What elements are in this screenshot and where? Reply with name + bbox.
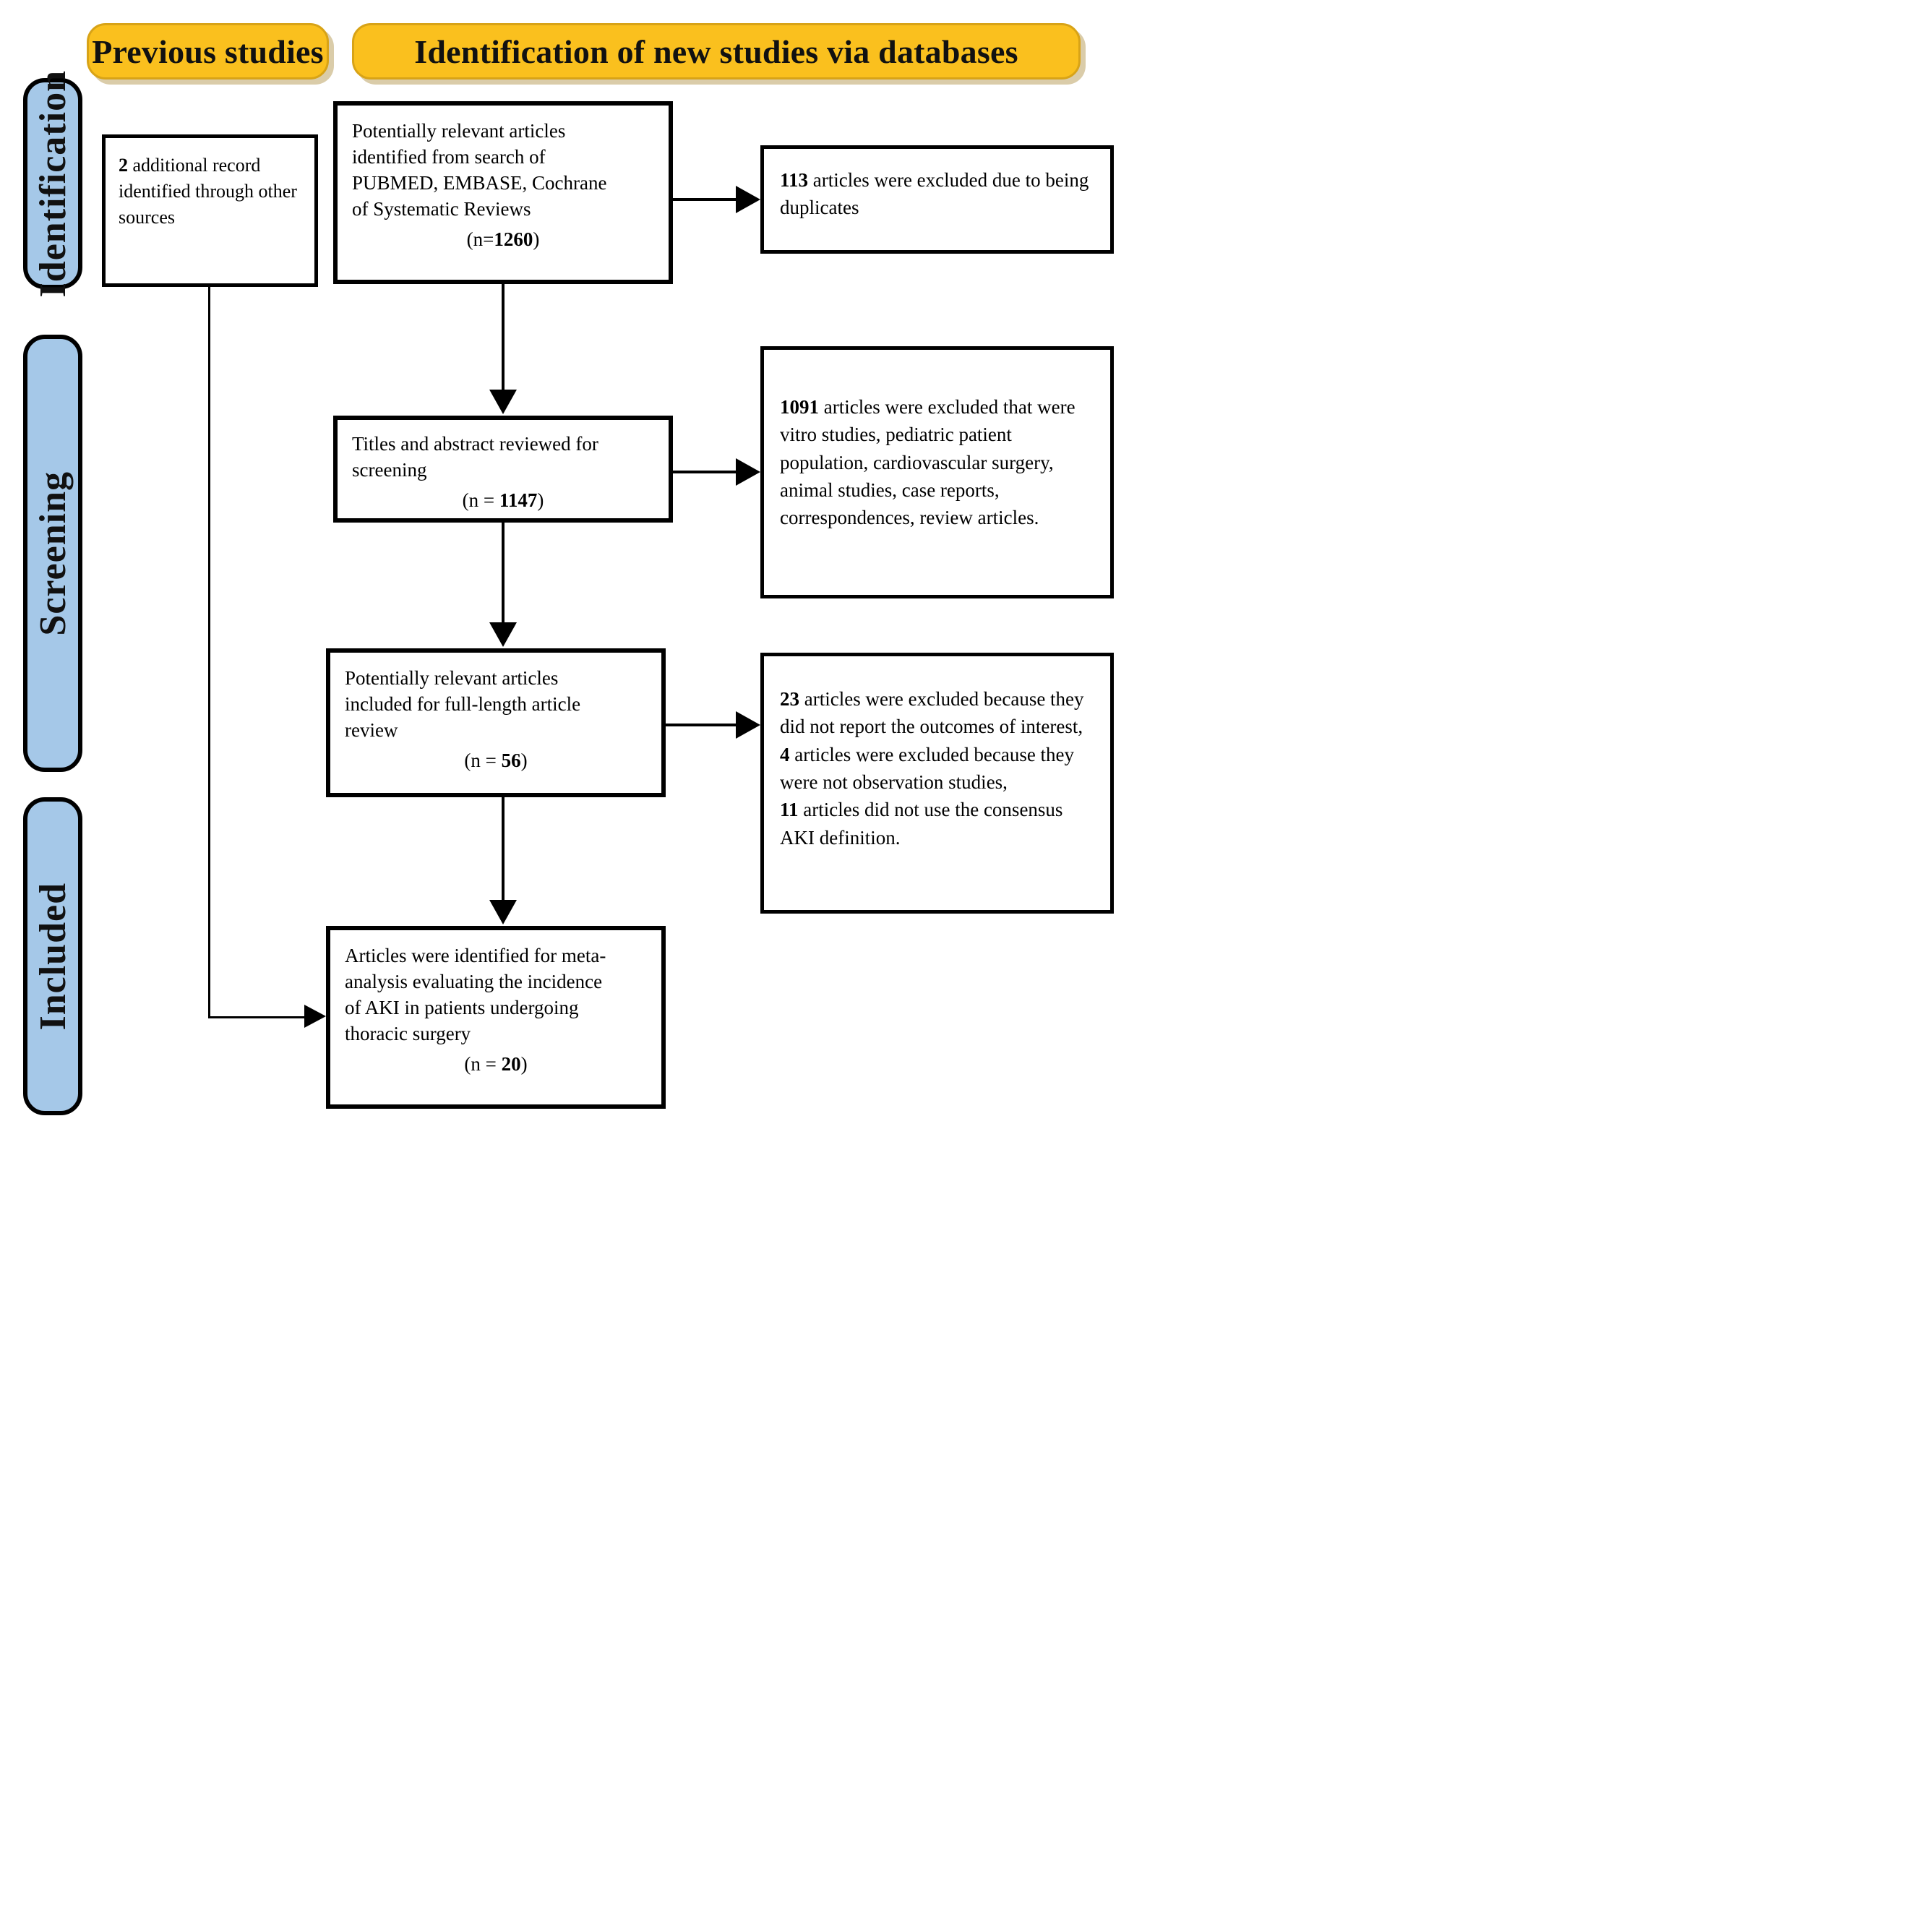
banner-previous-studies-label: Previous studies: [92, 33, 324, 70]
box-additional-records-text: 2 additional record identified through o…: [119, 153, 301, 231]
box-additional-records-body: additional record identified through oth…: [119, 155, 297, 228]
box-included-final-line2: analysis evaluating the incidence: [345, 970, 603, 992]
arrowhead-search-to-titles: [489, 390, 517, 414]
box-excluded-full-text: 23 articles were excluded because they d…: [760, 653, 1114, 914]
box-identified-line2: identified from search of: [352, 145, 546, 168]
stage-label-identification: Identification: [23, 70, 82, 297]
banner-identification-new-studies-label: Identification of new studies via databa…: [414, 33, 1018, 70]
box-identified-count: (n=1260): [466, 228, 540, 250]
stage-label-identification-text: Identification: [32, 69, 74, 298]
box-additional-records-count: 2: [119, 155, 128, 176]
box-excluded-duplicates: 113 articles were excluded due to being …: [760, 145, 1114, 254]
banner-previous-studies: Previous studies: [87, 23, 329, 80]
arrowhead-additional-records-to-included: [304, 1005, 326, 1028]
arrowhead-fulltext-to-excluded: [736, 711, 760, 739]
box-included-final-line3: of AKI in patients undergoing: [345, 996, 579, 1018]
box-included-final-line1: Articles were identified for meta-: [345, 945, 606, 966]
box-identified-line3: PUBMED, EMBASE, Cochrane: [352, 171, 607, 194]
box-excluded-full-text-reason-1: 23 articles were excluded because they d…: [780, 685, 1094, 741]
box-included-final-line4: thoracic surgery: [345, 1022, 471, 1044]
stage-label-screening: Screening: [23, 335, 82, 772]
stage-label-screening-text: Screening: [32, 471, 74, 636]
box-excluded-duplicates-body: articles were excluded due to being dupl…: [780, 169, 1089, 219]
box-full-text-line2: included for full-length article: [345, 692, 581, 715]
box-excluded-full-text-reason-2: 4 articles were excluded because they we…: [780, 741, 1094, 797]
box-excluded-screening: 1091 articles were excluded that were vi…: [760, 346, 1114, 598]
box-excluded-screening-count: 1091: [780, 396, 819, 418]
stage-label-included-text: Included: [32, 882, 74, 1031]
box-titles-abstracts-line1: Titles and abstract reviewed for: [352, 433, 598, 455]
box-full-text-line3: review: [345, 718, 398, 741]
box-excluded-screening-text: 1091 articles were excluded that were vi…: [780, 393, 1094, 532]
box-excluded-full-text-reason-3: 11 articles did not use the consensus AK…: [780, 796, 1094, 851]
box-titles-abstracts-screening: Titles and abstract reviewed for screeni…: [333, 416, 673, 523]
arrowhead-fulltext-to-included: [489, 900, 517, 924]
connector-additional-records-horizontal: [208, 1016, 315, 1018]
box-excluded-full-text-body-2: articles were excluded because they were…: [780, 743, 1075, 793]
box-excluded-full-text-count-3: 11: [780, 799, 799, 821]
box-excluded-full-text-count-2: 4: [780, 743, 790, 765]
box-full-text-count: (n = 56): [464, 749, 528, 771]
connector-fulltext-to-included: [502, 797, 505, 901]
arrowhead-search-to-duplicates: [736, 186, 760, 213]
box-excluded-duplicates-count: 113: [780, 169, 809, 191]
box-identified-line4: of Systematic Reviews: [352, 197, 531, 220]
box-titles-abstracts-count: (n = 1147): [462, 489, 544, 511]
arrowhead-titles-to-fulltext: [489, 622, 517, 647]
connector-search-to-duplicates: [673, 198, 745, 201]
box-included-final: Articles were identified for meta- analy…: [326, 926, 666, 1109]
connector-fulltext-to-excluded: [666, 724, 745, 726]
box-excluded-duplicates-text: 113 articles were excluded due to being …: [780, 166, 1094, 222]
box-titles-abstracts-line2: screening: [352, 458, 427, 481]
box-included-final-count: (n = 20): [464, 1052, 528, 1075]
box-identified-from-search: Potentially relevant articles identified…: [333, 101, 673, 284]
box-excluded-screening-body: articles were excluded that were vitro s…: [780, 396, 1076, 529]
box-excluded-full-text-body-1: articles were excluded because they did …: [780, 688, 1084, 738]
box-full-text-line1: Potentially relevant articles: [345, 667, 559, 689]
box-identified-line1: Potentially relevant articles: [352, 120, 566, 142]
stage-label-included: Included: [23, 797, 82, 1115]
arrowhead-titles-to-excluded: [736, 458, 760, 486]
box-excluded-full-text-body-3: articles did not use the consensus AKI d…: [780, 799, 1063, 849]
box-full-text-review: Potentially relevant articles included f…: [326, 648, 666, 797]
connector-titles-to-excluded: [673, 471, 745, 473]
connector-titles-to-fulltext: [502, 523, 505, 624]
box-additional-records: 2 additional record identified through o…: [102, 134, 318, 287]
box-excluded-full-text-count-1: 23: [780, 688, 799, 710]
connector-additional-records-vertical: [208, 287, 210, 1018]
connector-search-to-titles: [502, 284, 505, 391]
banner-identification-new-studies: Identification of new studies via databa…: [352, 23, 1081, 80]
